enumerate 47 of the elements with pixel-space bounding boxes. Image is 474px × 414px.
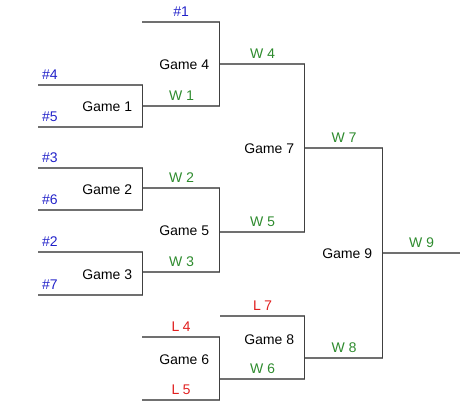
- edge-label: W 6: [249, 360, 276, 376]
- game-name: Game 3: [82, 266, 132, 282]
- bracket-line: [142, 399, 220, 401]
- bracket-line: [143, 271, 220, 273]
- bracket-line: [142, 336, 220, 338]
- bracket-line: [142, 21, 220, 23]
- bracket-line: [220, 63, 305, 65]
- bracket-line: [38, 167, 143, 169]
- bracket-line: [220, 315, 305, 317]
- bracket-line: [220, 231, 305, 233]
- edge-label: W 1: [168, 87, 195, 103]
- bracket-line: [38, 126, 143, 128]
- bracket-line: [383, 252, 460, 254]
- edge-label: L 7: [252, 297, 273, 313]
- edge-label: #3: [41, 149, 59, 165]
- edge-label: W 4: [249, 45, 276, 61]
- game-name: Game 5: [159, 222, 209, 238]
- bracket-line: [38, 84, 143, 86]
- bracket-line: [220, 378, 305, 380]
- edge-label: L 5: [170, 381, 192, 397]
- edge-label: #7: [41, 276, 59, 292]
- edge-label: L 4: [170, 318, 192, 334]
- bracket-line: [143, 187, 220, 189]
- game-name: Game 2: [82, 181, 132, 197]
- edge-label: W 2: [168, 169, 195, 185]
- edge-label: W 7: [330, 129, 358, 145]
- edge-label: W 9: [408, 234, 435, 250]
- game-name: Game 9: [322, 245, 372, 261]
- edge-label: #1: [172, 3, 190, 19]
- game-name: Game 8: [244, 330, 294, 346]
- bracket-line: [305, 147, 383, 149]
- bracket-line: [143, 105, 220, 107]
- edge-label: #4: [41, 66, 59, 82]
- edge-label: #5: [41, 108, 59, 124]
- edge-label: W 8: [330, 339, 358, 355]
- game-name: Game 7: [244, 140, 294, 156]
- edge-label: W 5: [249, 213, 276, 229]
- game-name: Game 4: [159, 56, 209, 72]
- game-name: Game 6: [159, 350, 209, 366]
- edge-label: #2: [41, 233, 59, 249]
- edge-label: W 3: [168, 253, 195, 269]
- bracket-line: [38, 294, 143, 296]
- bracket-line: [38, 251, 143, 253]
- game-name: Game 1: [82, 98, 132, 114]
- bracket-line: [38, 209, 143, 211]
- bracket-line: [305, 357, 383, 359]
- edge-label: #6: [41, 191, 59, 207]
